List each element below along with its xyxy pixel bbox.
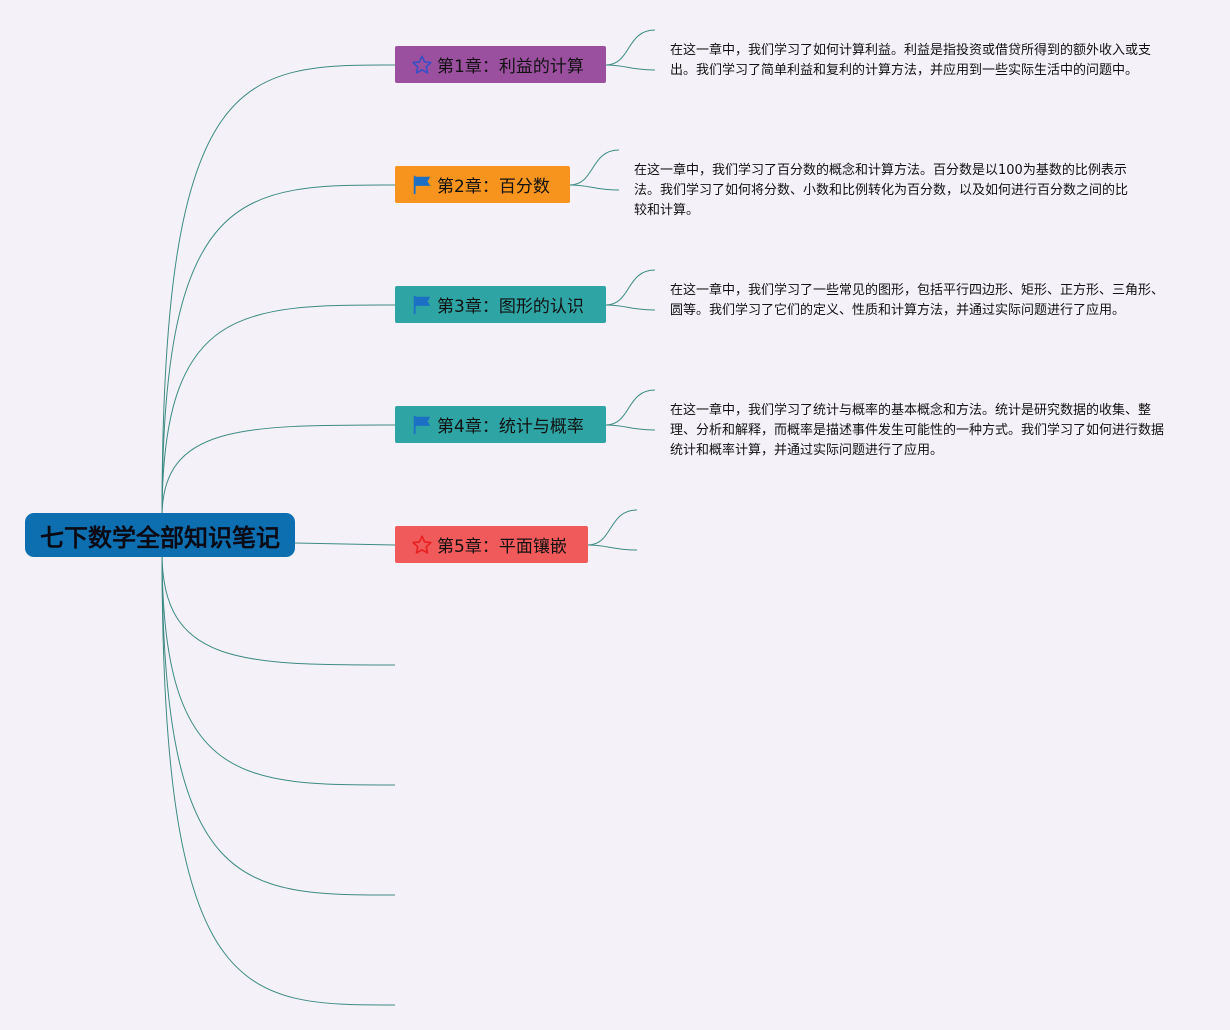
root-to-placeholder-1-line — [161, 552, 396, 666]
flag-icon — [411, 414, 433, 436]
chapter-1-fork-upper — [605, 29, 656, 66]
chapter-3-label: 第3章：图形的认识 — [437, 297, 584, 317]
root-to-placeholder-3-line — [161, 552, 396, 896]
chapter-4-fork-lower — [605, 424, 656, 431]
chapter-1-topic[interactable]: 第1章：利益的计算 — [395, 46, 606, 83]
chapter-2-fork-upper — [569, 149, 620, 186]
chapter-4-fork-upper — [605, 389, 656, 426]
chapter-3-fork-upper — [605, 269, 656, 306]
flag-icon — [411, 174, 433, 196]
chapter-5-label: 第5章：平面镶嵌 — [437, 537, 567, 557]
chapter-4-description: 在这一章中，我们学习了统计与概率的基本概念和方法。统计是研究数据的收集、整理、分… — [670, 403, 1165, 458]
chapter-4-topic[interactable]: 第4章：统计与概率 — [395, 406, 606, 443]
chapter-1-fork-lower — [605, 64, 656, 71]
flag-icon — [411, 294, 433, 316]
chapter-2-topic[interactable]: 第2章：百分数 — [395, 166, 570, 203]
chapter-5-fork-upper — [587, 509, 638, 546]
root-to-chapter-1-line — [161, 64, 396, 518]
chapter-3-topic[interactable]: 第3章：图形的认识 — [395, 286, 606, 323]
root-to-chapter-3-line — [161, 304, 396, 518]
chapter-5-topic[interactable]: 第5章：平面镶嵌 — [395, 526, 588, 563]
root-to-chapter-4-line — [161, 424, 396, 518]
star-outline-icon — [411, 534, 433, 556]
root-to-chapter-2-line — [161, 184, 396, 518]
root-to-placeholder-2-line — [161, 552, 396, 786]
chapter-2-description: 在这一章中，我们学习了百分数的概念和计算方法。百分数是以100为基数的比例表示法… — [634, 163, 1129, 218]
chapter-3-fork-lower — [605, 304, 656, 311]
chapter-3-description: 在这一章中，我们学习了一些常见的图形，包括平行四边形、矩形、正方形、三角形、圆等… — [670, 283, 1165, 318]
chapter-4-label: 第4章：统计与概率 — [437, 417, 584, 437]
star-outline-icon — [411, 54, 433, 76]
chapter-1-description: 在这一章中，我们学习了如何计算利益。利益是指投资或借贷所得到的额外收入或支出。我… — [670, 43, 1152, 78]
chapter-5-fork-lower — [587, 544, 638, 551]
chapter-1-label: 第1章：利益的计算 — [437, 57, 584, 77]
chapter-2-label: 第2章：百分数 — [437, 177, 550, 197]
root-topic[interactable]: 七下数学全部知识笔记 — [25, 513, 295, 557]
chapter-2-fork-lower — [569, 184, 620, 191]
root-topic-label: 七下数学全部知识笔记 — [40, 523, 280, 552]
root-to-placeholder-4-line — [161, 552, 396, 1006]
root-to-chapter-5-line — [294, 542, 396, 546]
